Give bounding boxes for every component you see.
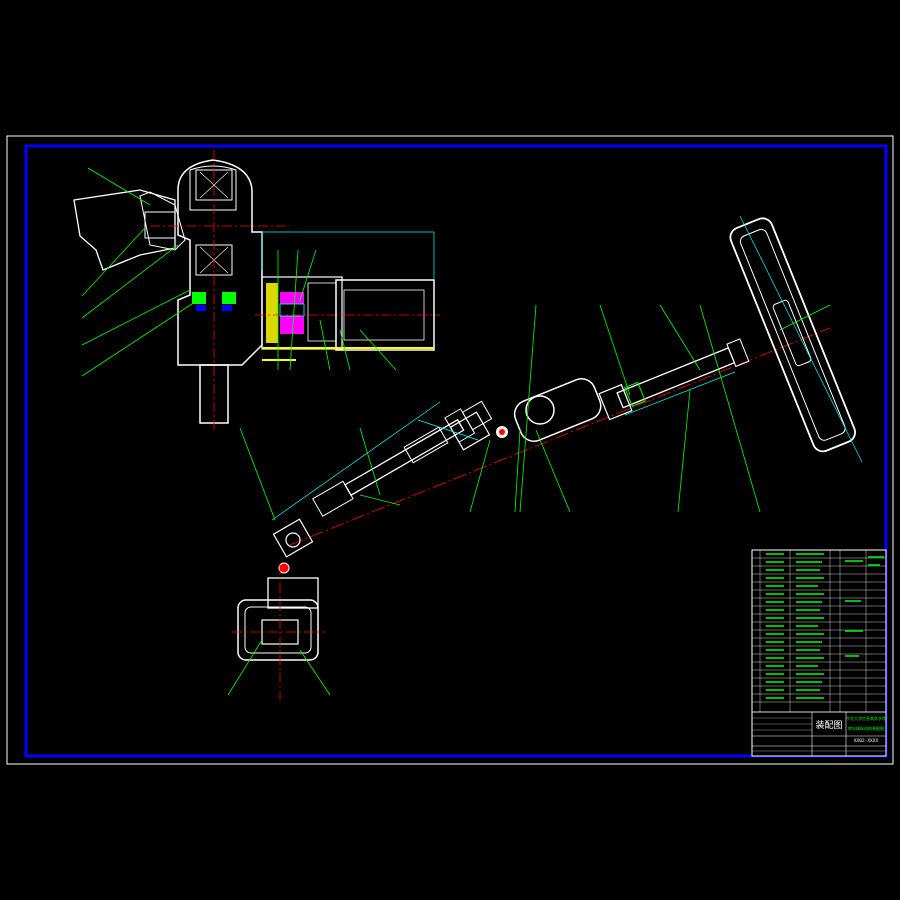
- title-block: 装配图 中北大学信息商务学院 转向操纵机构装配图 XX02-XXXX: [751, 549, 887, 757]
- drawing-title: 装配图: [815, 719, 842, 731]
- assembly-name: 转向操纵机构装配图: [848, 725, 884, 731]
- section-view-steering-gear: [73, 150, 440, 432]
- outer-frame: [6, 135, 894, 765]
- institution-name: 中北大学信息商务学院: [846, 715, 886, 721]
- drawing-number: XX02-XXXX: [854, 738, 879, 744]
- steering-column-assembly: [227, 215, 863, 700]
- inner-frame: [24, 144, 888, 758]
- bom-table: [752, 550, 886, 713]
